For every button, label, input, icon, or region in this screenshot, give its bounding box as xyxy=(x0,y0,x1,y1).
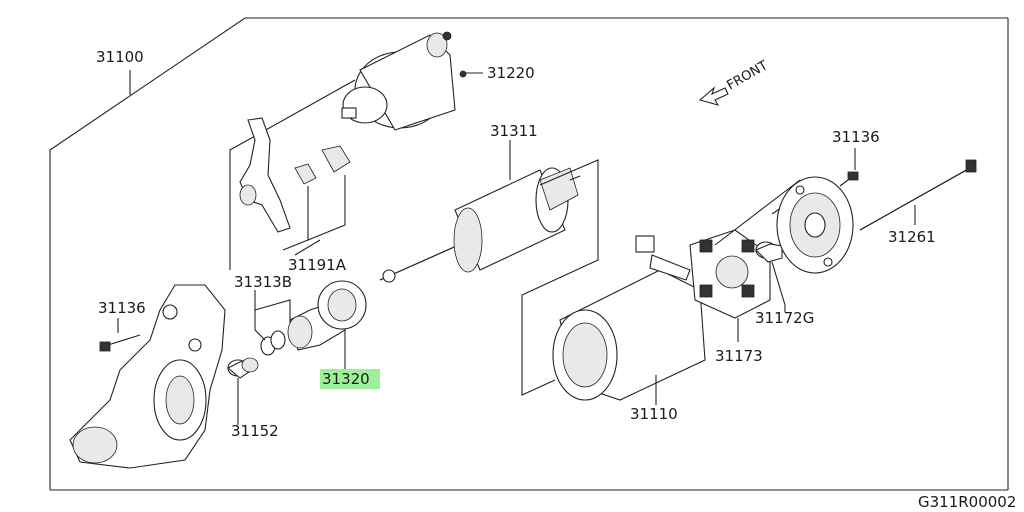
label-31173[interactable]: 31173 xyxy=(715,347,763,365)
housing-bolt[interactable] xyxy=(99,334,141,352)
label-31311[interactable]: 31311 xyxy=(490,122,538,140)
label-31320[interactable]: 31320 xyxy=(322,370,370,388)
front-arrow-icon xyxy=(698,86,729,106)
figure-code: G311R00002 xyxy=(918,493,1016,511)
front-direction-label: FRONT xyxy=(725,58,771,93)
label-31152[interactable]: 31152 xyxy=(231,422,279,440)
label-31136-left[interactable]: 31136 xyxy=(98,299,146,317)
fork-group-frame xyxy=(229,79,356,270)
snap-ring[interactable] xyxy=(260,330,286,356)
rear-cover[interactable] xyxy=(776,176,854,274)
armature-frame xyxy=(521,295,556,396)
through-bolt[interactable] xyxy=(859,159,977,231)
yoke[interactable] xyxy=(552,235,706,401)
cover-screw[interactable] xyxy=(839,171,859,187)
label-31313b[interactable]: 31313B xyxy=(234,273,292,291)
front-housing[interactable] xyxy=(69,284,226,469)
armature[interactable] xyxy=(379,167,581,283)
label-31220[interactable]: 31220 xyxy=(487,64,535,82)
label-31191a[interactable]: 31191A xyxy=(288,256,347,274)
assembly-frame-top xyxy=(49,17,1008,151)
label-31172g[interactable]: 31172G xyxy=(755,309,814,327)
rear-cover-frame xyxy=(714,179,801,246)
shift-lever[interactable] xyxy=(239,117,291,233)
solenoid-switch[interactable] xyxy=(341,31,467,131)
label-31136-top[interactable]: 31136 xyxy=(832,128,880,146)
label-31100[interactable]: 31100 xyxy=(96,48,144,66)
rear-bushing[interactable] xyxy=(755,241,783,263)
brush-holder[interactable] xyxy=(689,229,771,319)
label-31261[interactable]: 31261 xyxy=(888,228,936,246)
lever-pads[interactable] xyxy=(294,145,351,185)
part-highlight xyxy=(320,369,380,389)
pinion-clutch[interactable] xyxy=(287,280,367,351)
bushing[interactable] xyxy=(227,357,259,379)
label-31110[interactable]: 31110 xyxy=(630,405,678,423)
